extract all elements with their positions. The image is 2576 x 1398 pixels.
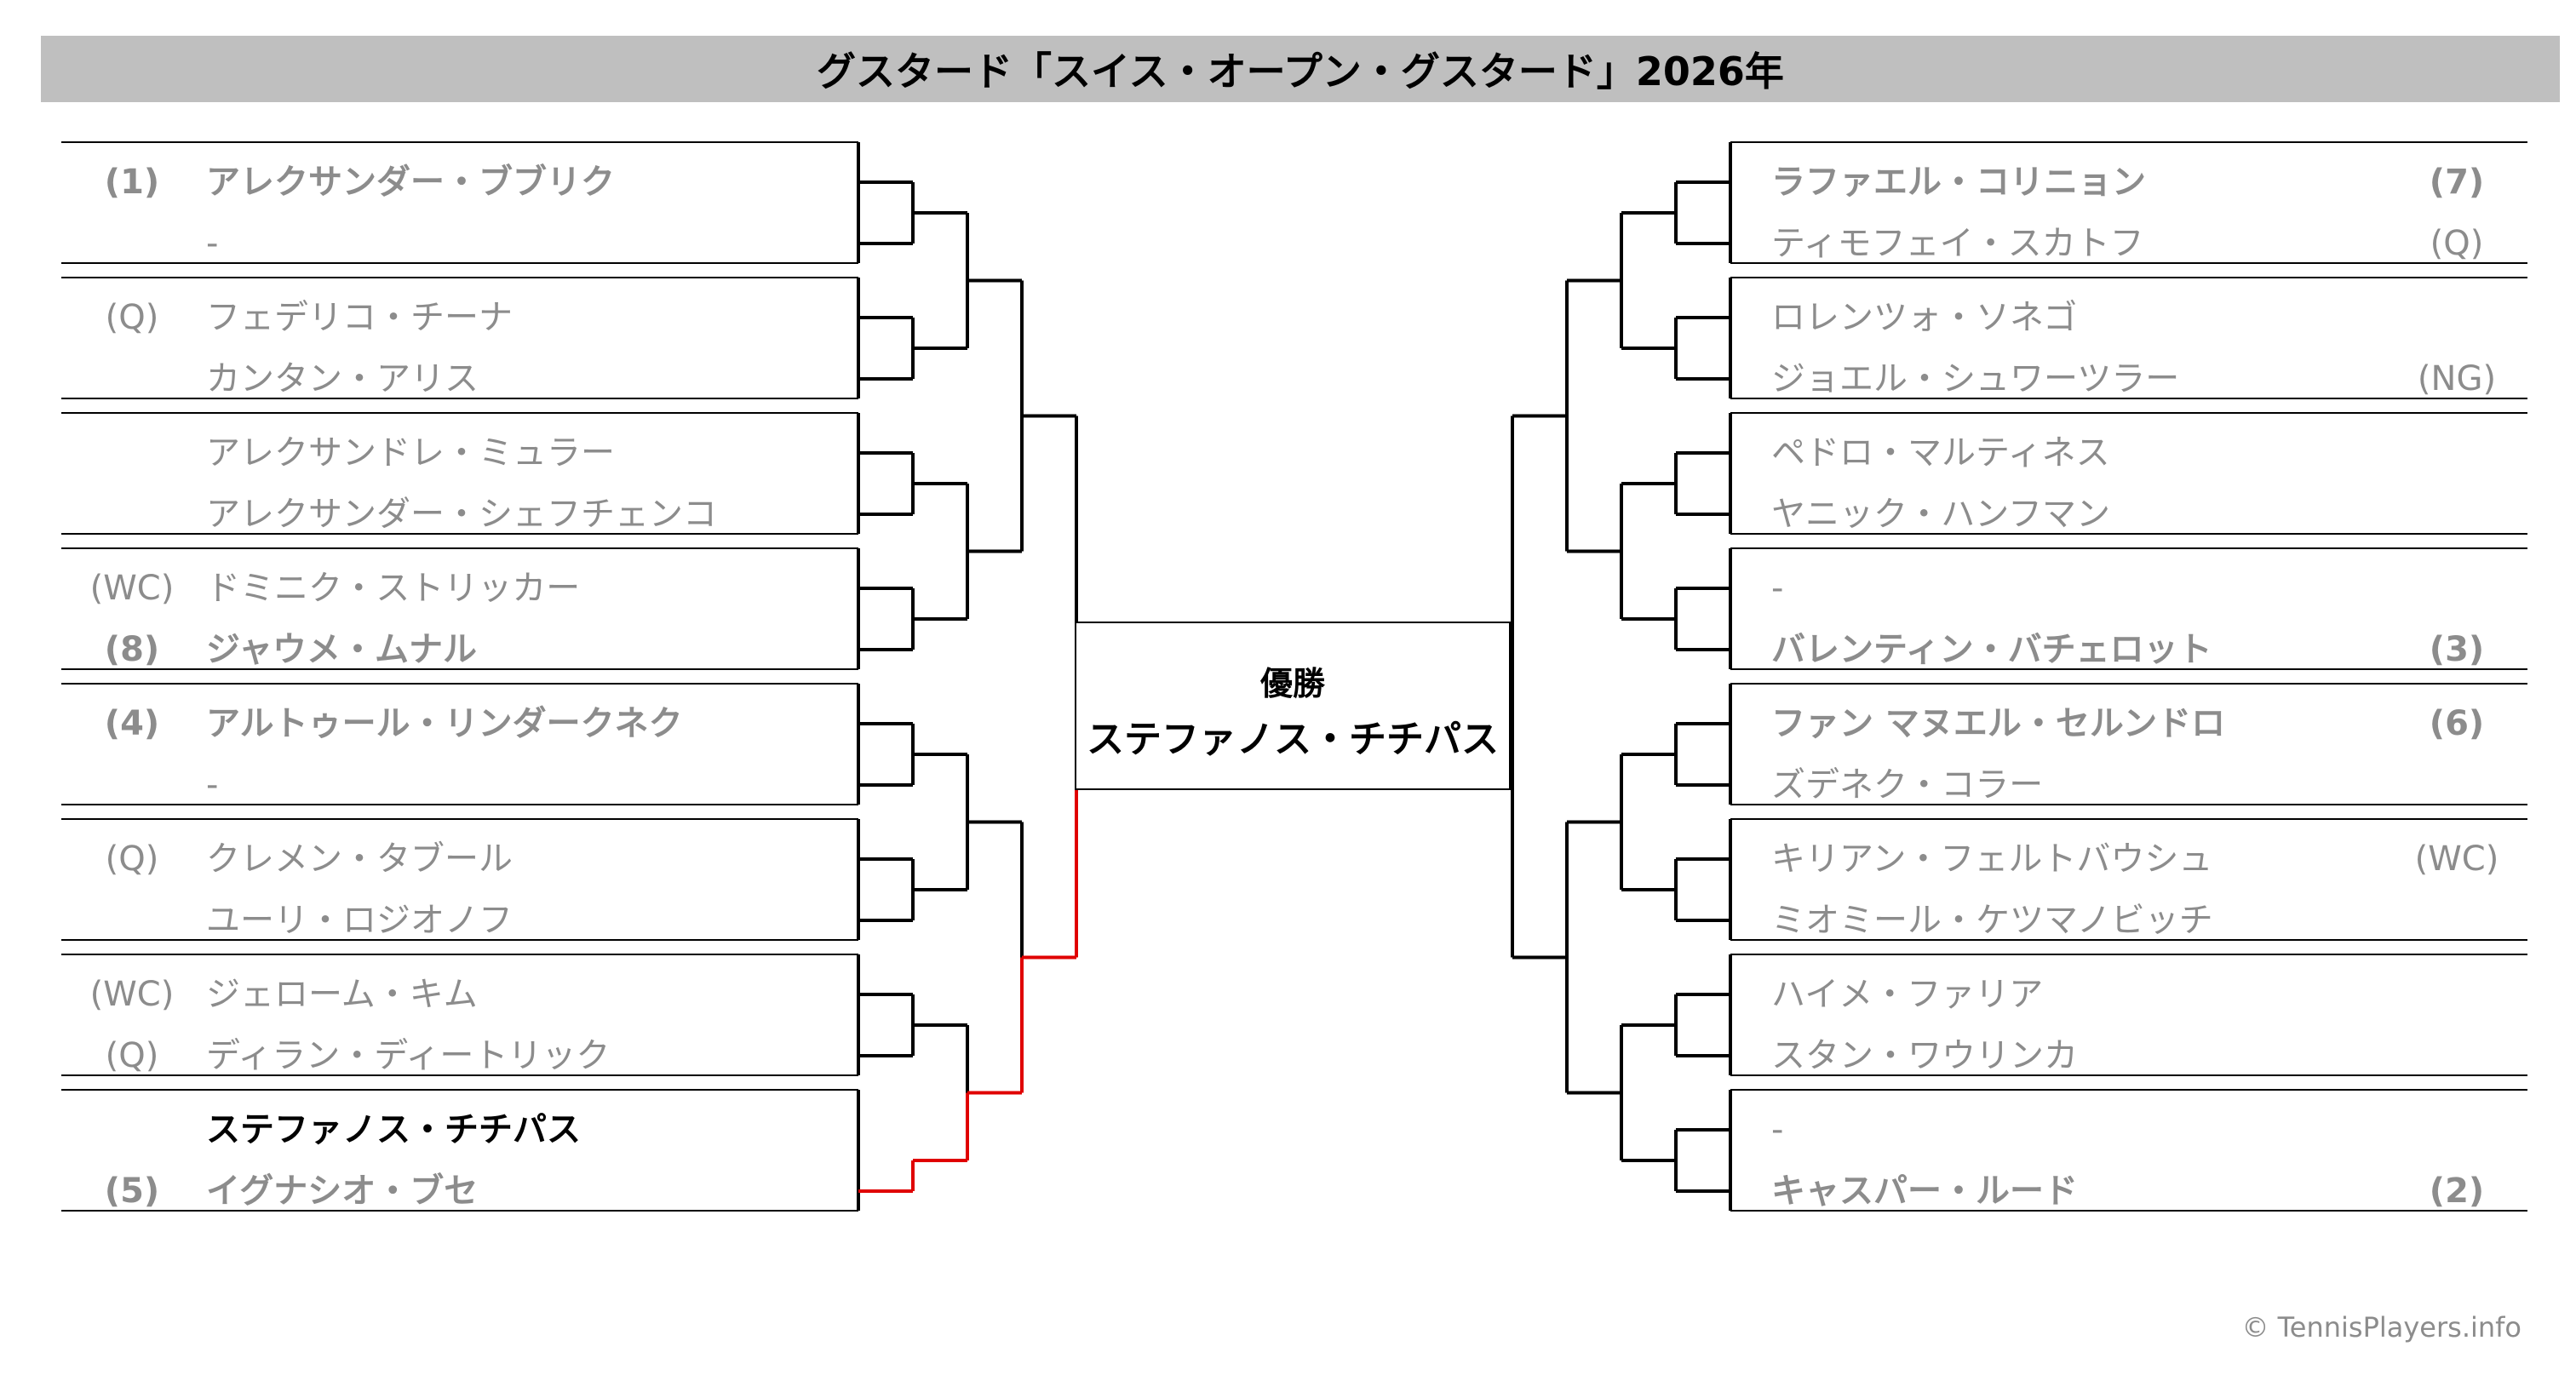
player-name: ミオミール・ケツマノビッチ	[1771, 901, 2213, 940]
player-name: ティモフェイ・スカトフ	[1771, 224, 2144, 263]
player-seed: (8)	[104, 630, 160, 669]
player-name: -	[1771, 569, 1784, 608]
player-seed	[68, 755, 196, 815]
title-bar: グスタード「スイス・オープン・グスタード」2026年	[41, 36, 2560, 102]
player-name: ラファエル・コリニョン	[1771, 163, 2146, 202]
player-seed: (4)	[104, 704, 160, 743]
player-name: ハイメ・ファリア	[1771, 975, 2044, 1014]
player-name: アレクサンダー・シェフチェンコ	[206, 495, 717, 534]
player-seed	[68, 214, 196, 273]
player-seed: (5)	[104, 1172, 160, 1211]
champion-label: 優勝	[1259, 665, 1325, 702]
player-name: アレクサンドレ・ミュラー	[206, 433, 615, 473]
player-seed	[68, 1100, 196, 1160]
player-name: キャスパー・ルード	[1771, 1172, 2078, 1211]
player-seed: (WC)	[89, 975, 175, 1014]
player-name: -	[206, 224, 219, 263]
player-name: ステファノス・チチパス	[206, 1110, 581, 1149]
player-name: アレクサンダー・ブブリク	[206, 163, 615, 202]
player-seed: (3)	[2429, 630, 2485, 669]
player-name: スタン・ワウリンカ	[1771, 1036, 2078, 1075]
player-seed: (WC)	[89, 569, 175, 608]
champion-name: ステファノス・チチパス	[1087, 718, 1499, 761]
player-name: キリアン・フェルトバウシュ	[1771, 839, 2213, 879]
player-name: ディラン・ディートリック	[206, 1036, 611, 1075]
player-seed: (Q)	[2430, 224, 2484, 263]
player-seed: (2)	[2429, 1172, 2485, 1211]
player-name: ファン マヌエル・セルンドロ	[1771, 704, 2226, 743]
player-seed: (Q)	[105, 839, 159, 879]
player-name: カンタン・アリス	[206, 359, 479, 398]
player-seed: (NG)	[2417, 359, 2497, 398]
player-seed: (7)	[2429, 163, 2485, 202]
player-name: ズデネク・コラー	[1771, 765, 2044, 805]
player-seed: (1)	[104, 163, 160, 202]
player-seed: (WC)	[2414, 839, 2499, 879]
champion-box: 優勝 ステファノス・チチパス	[1075, 622, 1511, 790]
player-name: ロレンツォ・ソネゴ	[1771, 298, 2078, 337]
player-name: バレンティン・バチェロット	[1771, 630, 2212, 669]
player-name: -	[1771, 1110, 1784, 1149]
player-name: ペドロ・マルティネス	[1771, 433, 2110, 473]
player-name: イグナシオ・ブセ	[206, 1172, 479, 1211]
player-name: フェデリコ・チーナ	[206, 298, 513, 337]
copyright-text: © TennisPlayers.info	[2241, 1311, 2521, 1344]
player-seed: (Q)	[105, 298, 159, 337]
player-name: ユーリ・ロジオノフ	[206, 901, 513, 940]
player-seed: (Q)	[105, 1036, 159, 1075]
player-name: ヤニック・ハンフマン	[1771, 495, 2110, 534]
player-seed	[68, 484, 196, 544]
player-seed: (6)	[2429, 704, 2485, 743]
player-seed	[68, 423, 196, 483]
player-name: アルトゥール・リンダークネク	[206, 704, 683, 743]
player-name: -	[206, 765, 219, 805]
player-seed	[68, 349, 196, 409]
player-name: ジョエル・シュワーツラー	[1771, 359, 2180, 398]
player-name: ジャウメ・ムナル	[206, 630, 477, 669]
player-name: ドミニク・ストリッカー	[206, 569, 581, 608]
player-seed	[68, 891, 196, 950]
page-title: グスタード「スイス・オープン・グスタード」2026年	[817, 49, 1784, 95]
player-name: ジェローム・キム	[206, 975, 478, 1014]
player-name: クレメン・タブール	[206, 839, 513, 879]
